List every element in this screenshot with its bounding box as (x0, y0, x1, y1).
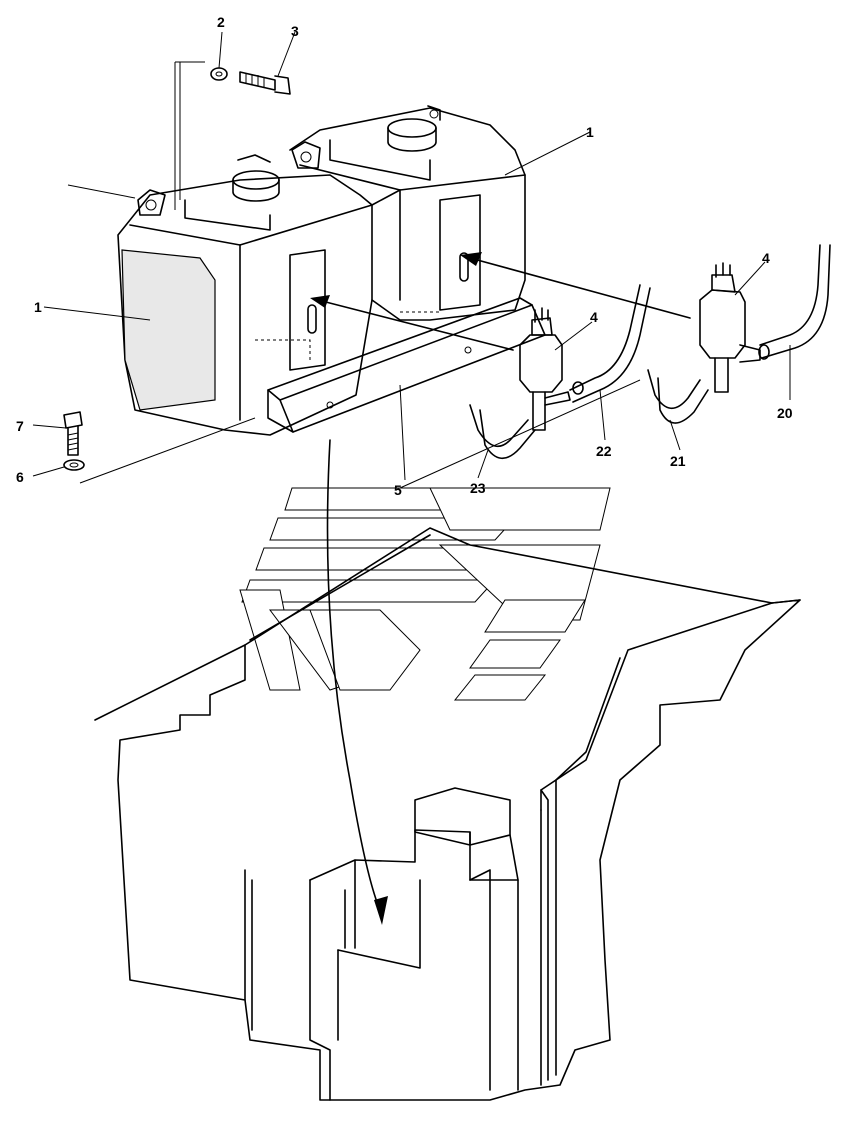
label-23: 23 (470, 480, 486, 496)
vehicle-body (94, 527, 801, 1101)
assembly-arrows (310, 252, 691, 925)
label-20: 20 (777, 405, 793, 421)
pump-right (699, 262, 761, 393)
label-22: 22 (596, 443, 612, 459)
pump-left (519, 307, 571, 431)
washer-6 (63, 459, 85, 471)
bolt-7 (63, 411, 83, 429)
arrow-head-left (310, 295, 330, 308)
washer-2 (210, 67, 228, 81)
hoses (469, 244, 831, 460)
label-1-left: 1 (34, 299, 42, 315)
callout-labels: 2 3 1 1 4 4 20 7 22 21 6 23 5 (16, 14, 793, 498)
label-2: 2 (217, 14, 225, 30)
watermark-logo (239, 487, 611, 701)
reservoir-left (117, 154, 373, 436)
label-4-left: 4 (590, 309, 598, 325)
leader-lines (32, 31, 791, 489)
label-21: 21 (670, 453, 686, 469)
screw-3 (239, 71, 276, 91)
label-7: 7 (16, 418, 24, 434)
arrow-head-down (374, 896, 388, 925)
label-3: 3 (291, 23, 299, 39)
reservoir-right (289, 105, 526, 321)
arrow-head-right (460, 252, 482, 266)
bracket (267, 297, 546, 433)
label-5: 5 (394, 482, 402, 498)
label-6: 6 (16, 469, 24, 485)
label-4-right: 4 (762, 250, 770, 266)
label-1-right: 1 (586, 124, 594, 140)
